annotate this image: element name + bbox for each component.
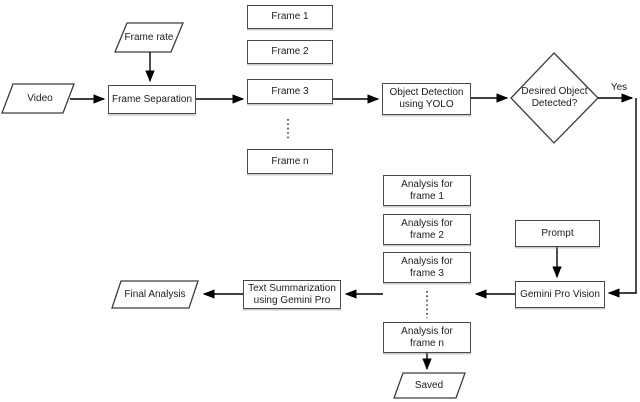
frame-3-node: Frame 3 xyxy=(247,79,333,104)
frame-rate-parallelogram xyxy=(114,22,184,53)
gemini-pro-vision-node: Gemini Pro Vision xyxy=(515,281,605,308)
frame-separation-node: Frame Separation xyxy=(108,85,196,114)
analysis-frame-2-node: Analysis for frame 2 xyxy=(383,214,471,245)
analysis-frame-1-node: Analysis for frame 1 xyxy=(383,175,471,206)
frame-1-node: Frame 1 xyxy=(247,5,333,29)
connector-yes-to-gemini-pro-vision xyxy=(607,98,637,298)
text-summarization-node: Text Summarization using Gemini Pro xyxy=(243,280,341,309)
analysis-frame-3-node: Analysis for frame 3 xyxy=(383,252,471,283)
video-parallelogram xyxy=(1,83,75,114)
frame-n-node: Frame n xyxy=(247,149,333,174)
object-detection-node: Object Detection using YOLO xyxy=(382,83,471,115)
analysis-frame-n-node: Analysis for frame n xyxy=(383,322,471,353)
decision-diamond xyxy=(510,52,599,144)
prompt-node: Prompt xyxy=(515,220,600,247)
saved-parallelogram xyxy=(393,372,466,399)
frame-2-node: Frame 2 xyxy=(247,40,333,64)
final-analysis-parallelogram xyxy=(111,280,199,309)
yes-edge-label: Yes xyxy=(610,82,628,93)
